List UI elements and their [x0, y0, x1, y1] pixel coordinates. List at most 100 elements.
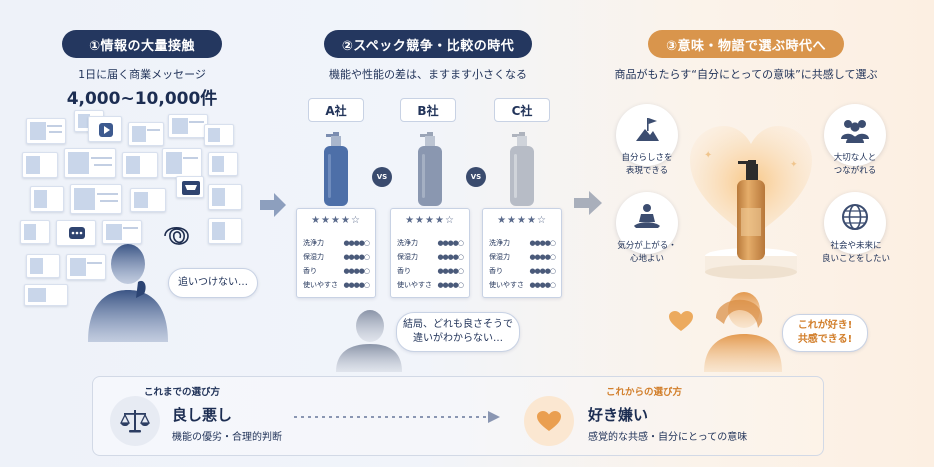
spec-card-b: ★★★★☆ 洗浄力●●●●○ 保湿力●●●●○ 香り●●●●○ 使いやすさ●●●… — [390, 208, 470, 298]
value-label-self-expression: 自分らしさを表現できる — [621, 153, 673, 176]
globe-icon — [842, 204, 868, 230]
sparkle-icon: ✦ — [704, 150, 713, 161]
past-title: 良し悪し — [172, 406, 233, 424]
message-card — [88, 116, 122, 142]
message-card — [176, 176, 204, 198]
message-card — [30, 186, 64, 212]
section3-subtitle: 商品がもたらす“自分にとっての意味”に共感して選ぶ — [614, 68, 878, 81]
future-desc: 感覚的な共感・自分にとっての意味 — [588, 432, 748, 443]
dotted-arrow — [294, 411, 500, 423]
spec-label: 保湿力 — [303, 253, 324, 261]
message-card — [66, 254, 106, 280]
vs-badge: VS — [466, 167, 486, 187]
future-heading: これからの選び方 — [606, 387, 683, 398]
spec-dots: ●●●●○ — [343, 267, 370, 275]
section1-count: 4,000~10,000件 — [66, 89, 218, 109]
confused-bubble: 結局、どれも良さそうで違いがわからない… — [396, 312, 520, 352]
past-desc: 機能の優劣・合理的判断 — [172, 432, 282, 443]
value-label-comfort: 気分が上がる・心地よい — [617, 241, 677, 264]
spec-label: 洗浄力 — [303, 239, 324, 247]
spec-label: 使いやすさ — [303, 281, 338, 289]
comparison-panel — [92, 376, 824, 456]
empathy-bubble: これが好き! 共感できる! — [782, 314, 868, 352]
message-card — [162, 148, 202, 178]
heart-icon — [537, 411, 561, 431]
small-heart-icon — [669, 311, 693, 331]
rating-stars: ★★★★☆ — [405, 215, 455, 226]
confused-bubble-line1: 結局、どれも良さそうで — [403, 318, 513, 330]
spec-label: 保湿力 — [489, 253, 510, 261]
spec-dots: ●●●●○ — [529, 281, 556, 289]
message-card — [64, 148, 116, 178]
spec-label: 香り — [303, 267, 317, 275]
message-card — [26, 254, 60, 278]
future-title: 好き嫌い — [588, 406, 649, 424]
flag-icon — [636, 118, 659, 141]
company-c-label: C社 — [494, 98, 550, 122]
message-card — [128, 122, 164, 146]
heart-circle — [524, 396, 574, 446]
meditation-icon — [634, 204, 660, 228]
section3-badge: ③意味・物語で選ぶ時代へ — [648, 30, 844, 58]
confused-bubble-line2: 違いがわからない… — [413, 333, 503, 344]
message-card — [208, 184, 242, 210]
value-label-society: 社会や未来に良いことをしたい — [821, 241, 890, 264]
spec-label: 保湿力 — [397, 253, 418, 261]
section1-badge: ①情報の大量接触 — [62, 30, 222, 58]
confused-person-silhouette — [336, 310, 402, 372]
cart-icon — [182, 181, 200, 195]
arrow-right-icon — [260, 193, 286, 217]
sparkle-icon: ✦ — [790, 160, 798, 170]
spec-card-a: ★★★★☆ 洗浄力 ●●●●○ 保湿力 ●●●●○ 香り ●●●●○ 使いやすさ ●●●… — [296, 208, 376, 298]
value-circle-society — [824, 192, 886, 254]
empathy-bubble-line2: 共感できる! — [797, 334, 853, 345]
message-card — [56, 220, 96, 246]
message-card — [208, 218, 242, 244]
spec-dots: ●●●●○ — [437, 253, 464, 261]
chat-icon — [69, 227, 85, 239]
bottle-c — [510, 132, 534, 206]
company-b-label: B社 — [400, 98, 456, 122]
spec-dots: ●●●●○ — [343, 239, 370, 247]
tangle-icon — [164, 226, 189, 245]
rating-stars: ★★★★☆ — [497, 215, 547, 226]
spec-dots: ●●●●○ — [343, 281, 370, 289]
message-card — [70, 184, 122, 214]
play-icon — [99, 123, 113, 137]
message-card — [168, 114, 208, 138]
value-circle-connection — [824, 104, 886, 166]
spec-label: 洗浄力 — [489, 239, 510, 247]
message-card — [24, 284, 68, 306]
people-icon — [841, 120, 869, 143]
spec-dots: ●●●●○ — [343, 253, 370, 261]
spec-card-c: ★★★★☆ 洗浄力●●●●○ 保湿力●●●●○ 香り●●●●○ 使いやすさ●●●… — [482, 208, 562, 298]
message-card — [204, 124, 234, 146]
message-card — [26, 118, 66, 144]
rating-stars: ★★★★☆ — [311, 215, 361, 226]
amber-bottle — [737, 160, 765, 260]
bottle-a — [324, 132, 348, 206]
message-card — [122, 152, 158, 178]
section1-subtitle: 1日に届く商業メッセージ — [78, 68, 206, 81]
message-card — [20, 220, 50, 244]
message-cards-cloud — [18, 108, 258, 308]
value-label-connection: 大切な人とつながれる — [833, 153, 877, 176]
spec-dots: ●●●●○ — [529, 239, 556, 247]
message-card — [22, 152, 58, 178]
spec-dots: ●●●●○ — [529, 267, 556, 275]
spec-dots: ●●●●○ — [437, 239, 464, 247]
message-card — [102, 220, 142, 244]
empathy-bubble-line1: これが好き! — [797, 319, 853, 331]
message-card — [130, 188, 166, 212]
message-card — [208, 152, 238, 176]
thinking-person-silhouette — [88, 244, 168, 342]
section2-badge: ②スペック競争・比較の時代 — [324, 30, 532, 58]
past-heading: これまでの選び方 — [144, 387, 221, 398]
section2-subtitle: 機能や性能の差は、ますます小さくなる — [329, 68, 527, 81]
vs-badge: VS — [372, 167, 392, 187]
scale-circle — [110, 396, 160, 446]
spec-label: 使いやすさ — [397, 281, 432, 289]
company-a-label: A社 — [308, 98, 364, 122]
overwhelmed-bubble: 追いつけない… — [168, 268, 258, 298]
spec-label: 使いやすさ — [489, 281, 524, 289]
